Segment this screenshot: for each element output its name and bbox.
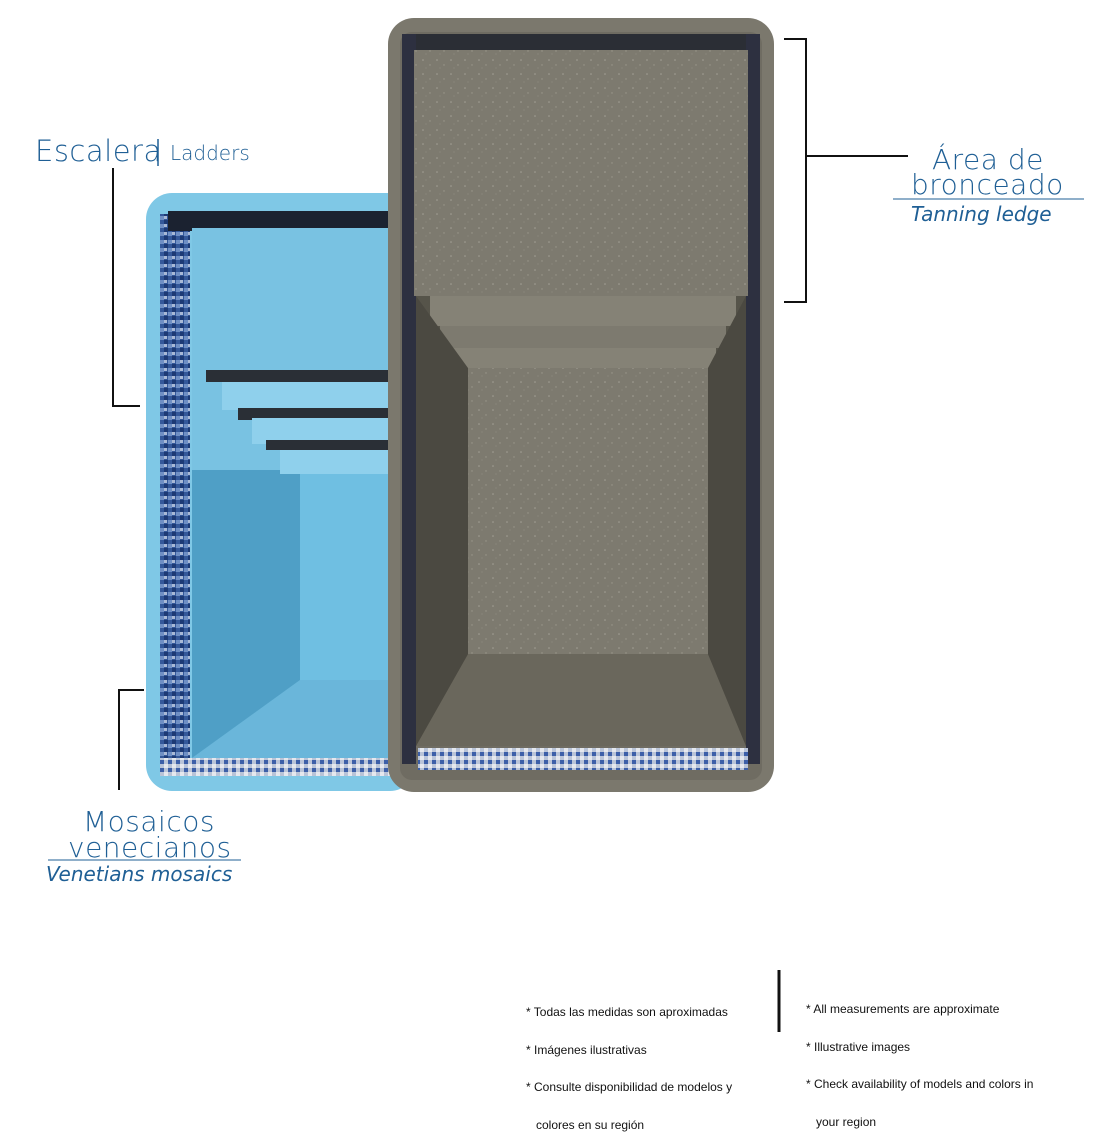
mosaics-leader xyxy=(118,689,144,790)
note-en-3: * Check availability of models and color… xyxy=(806,1077,1034,1091)
note-en-2: * Illustrative images xyxy=(806,1039,911,1054)
note-en-1: * All measurements are approximate xyxy=(806,1002,1000,1016)
mosaics-label-en: Venetians mosaics xyxy=(46,862,233,886)
gray-pool xyxy=(388,18,774,792)
pool-illustration xyxy=(48,18,1084,1032)
tanning-label-es-line1: Área de xyxy=(932,143,1044,176)
blue-pool xyxy=(146,193,418,791)
tanning-label-es-line2: bronceado xyxy=(911,168,1064,201)
tanning-label-en: Tanning ledge xyxy=(911,202,1052,226)
note-es-2: * Imágenes ilustrativas xyxy=(526,1042,647,1057)
mosaics-label-es-line2: venecianos xyxy=(68,831,232,864)
notes-en: * All measurements are approximate * Ill… xyxy=(806,978,1033,1141)
notes-es: * Todas las medidas son aproximadas * Im… xyxy=(526,981,732,1144)
tanning-bracket xyxy=(784,38,908,303)
note-es-3: * Consulte disponibilidad de modelos y xyxy=(526,1080,733,1094)
mosaics-label-es-line1: Mosaicos xyxy=(83,805,215,838)
ladders-label-en: Ladders xyxy=(170,141,250,165)
note-en-4: your region xyxy=(806,1114,877,1129)
ladders-label-es: Escalera xyxy=(35,134,162,168)
note-es-1: * Todas las medidas son aproximadas xyxy=(526,1005,728,1019)
ladders-leader xyxy=(112,168,140,407)
note-es-4: colores en su región xyxy=(526,1117,645,1132)
